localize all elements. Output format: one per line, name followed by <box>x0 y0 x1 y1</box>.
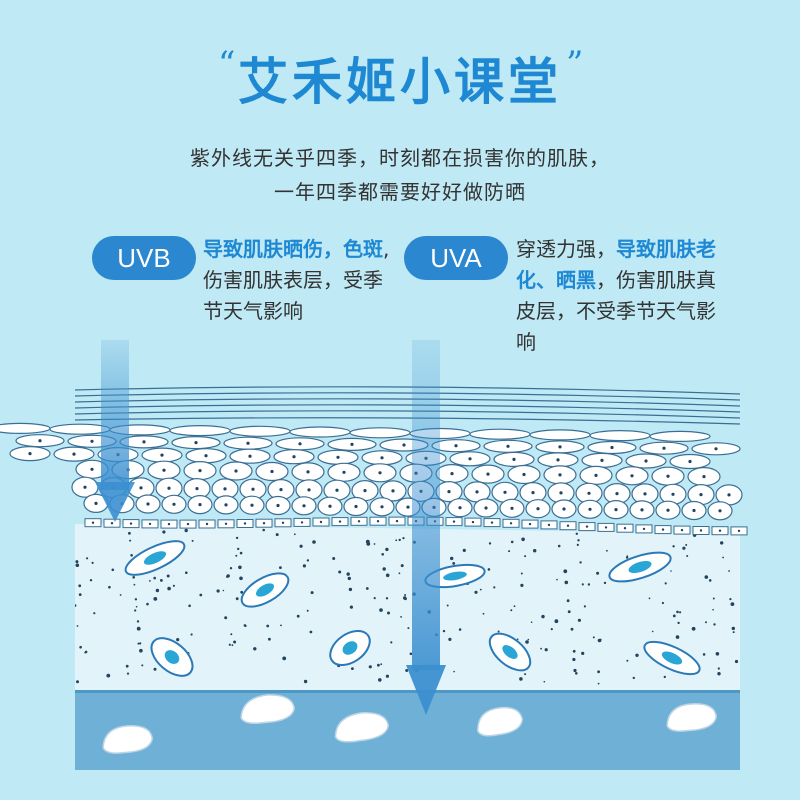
fat-cells <box>102 694 718 754</box>
title-container: 艾禾姬小课堂 <box>0 52 800 112</box>
quote-mark-left: “ <box>218 44 236 84</box>
fibroblast-cells <box>124 540 701 677</box>
page-title: 艾禾姬小课堂 <box>238 53 562 111</box>
uva-text-1: 穿透力强， <box>516 237 616 261</box>
uva-description: 穿透力强，导致肌肤老化、晒黑，伤害肌肤真皮层，不受季节天气影响 <box>516 234 721 358</box>
uva-highlight: 导致肌肤老化、晒黑 <box>516 237 716 292</box>
uva-text-2: ，伤害肌肤真皮层，不受季节天气影响 <box>516 268 716 354</box>
uvb-arrow <box>95 340 135 522</box>
quote-mark-right: ” <box>566 44 584 84</box>
uvb-badge: UVB <box>92 236 196 280</box>
subtitle-line-1: 紫外线无关乎四季，时刻都在损害你的肌肤， <box>190 146 610 170</box>
stratum-corneum-lines <box>74 386 741 425</box>
dermis-layer <box>75 524 740 690</box>
uvb-text: ,伤害肌肤表层，受季节天气影响 <box>203 237 390 323</box>
subtitle-line-2: 一年四季都需要好好做防晒 <box>274 180 526 204</box>
uva-badge: UVA <box>404 236 508 280</box>
uva-arrow <box>406 340 446 715</box>
uvb-highlight: 导致肌肤晒伤，色斑 <box>203 237 383 261</box>
uvb-description: 导致肌肤晒伤，色斑,伤害肌肤表层，受季节天气影响 <box>203 234 393 327</box>
subcutaneous-layer <box>75 690 740 770</box>
skin-layer-illustration <box>0 340 748 770</box>
epidermis-cells <box>0 422 743 521</box>
basal-layer <box>84 516 748 536</box>
